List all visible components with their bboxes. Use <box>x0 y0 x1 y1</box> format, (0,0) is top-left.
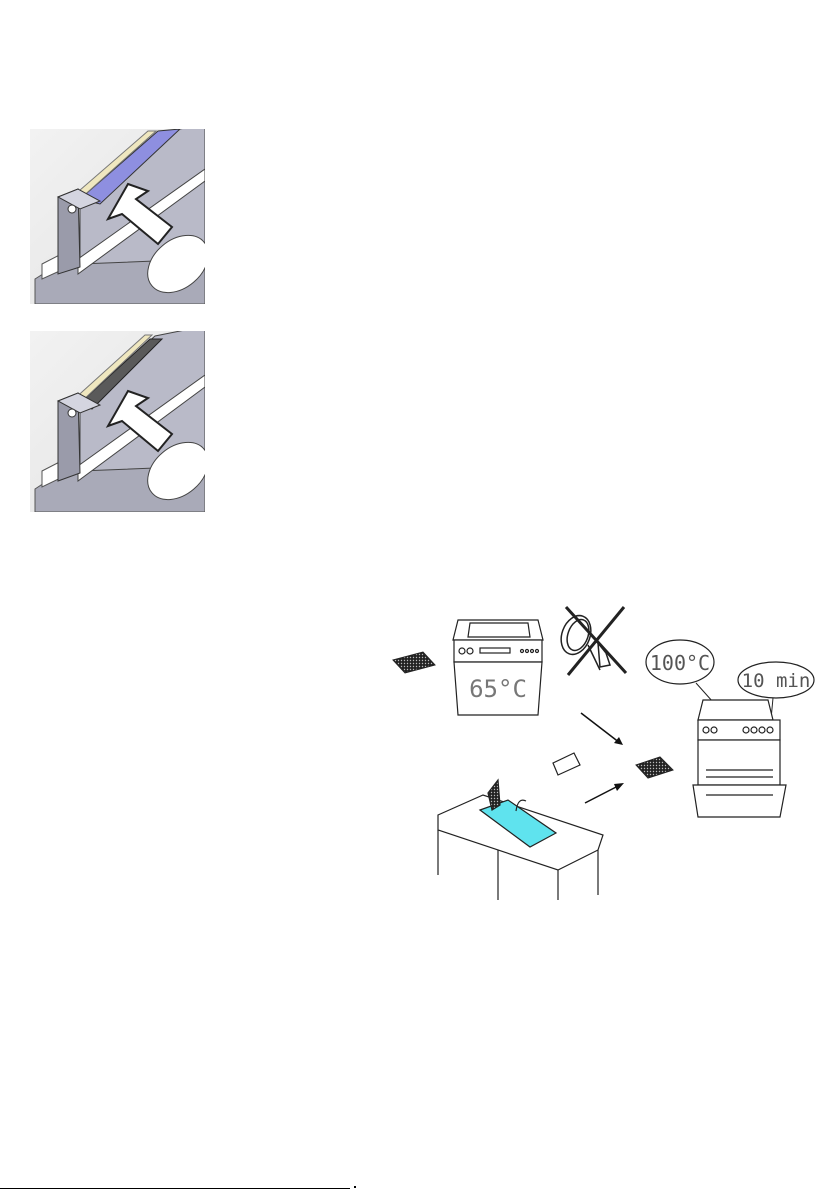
hood-drawing-2 <box>30 331 205 512</box>
oven-time: 10 min <box>742 670 811 692</box>
hood-illustration-step-2 <box>30 331 205 512</box>
filter-cleaning-illustration: 65°C 100°C 10 min <box>388 605 828 905</box>
footer-mark <box>354 1186 356 1188</box>
sink-icon <box>438 753 603 900</box>
dishwasher-temperature: 65°C <box>469 675 527 703</box>
hood-drawing-1 <box>30 129 205 304</box>
oven-icon <box>693 700 786 817</box>
filter-pad-icon <box>393 652 435 673</box>
cleaning-drawing: 65°C 100°C 10 min <box>388 605 828 905</box>
filter-pad-icon <box>636 757 673 778</box>
no-heat-gun-icon <box>556 607 626 675</box>
hood-illustration-step-1 <box>30 129 205 304</box>
oven-temperature: 100°C <box>650 651 710 675</box>
footer-rule <box>0 1188 350 1189</box>
